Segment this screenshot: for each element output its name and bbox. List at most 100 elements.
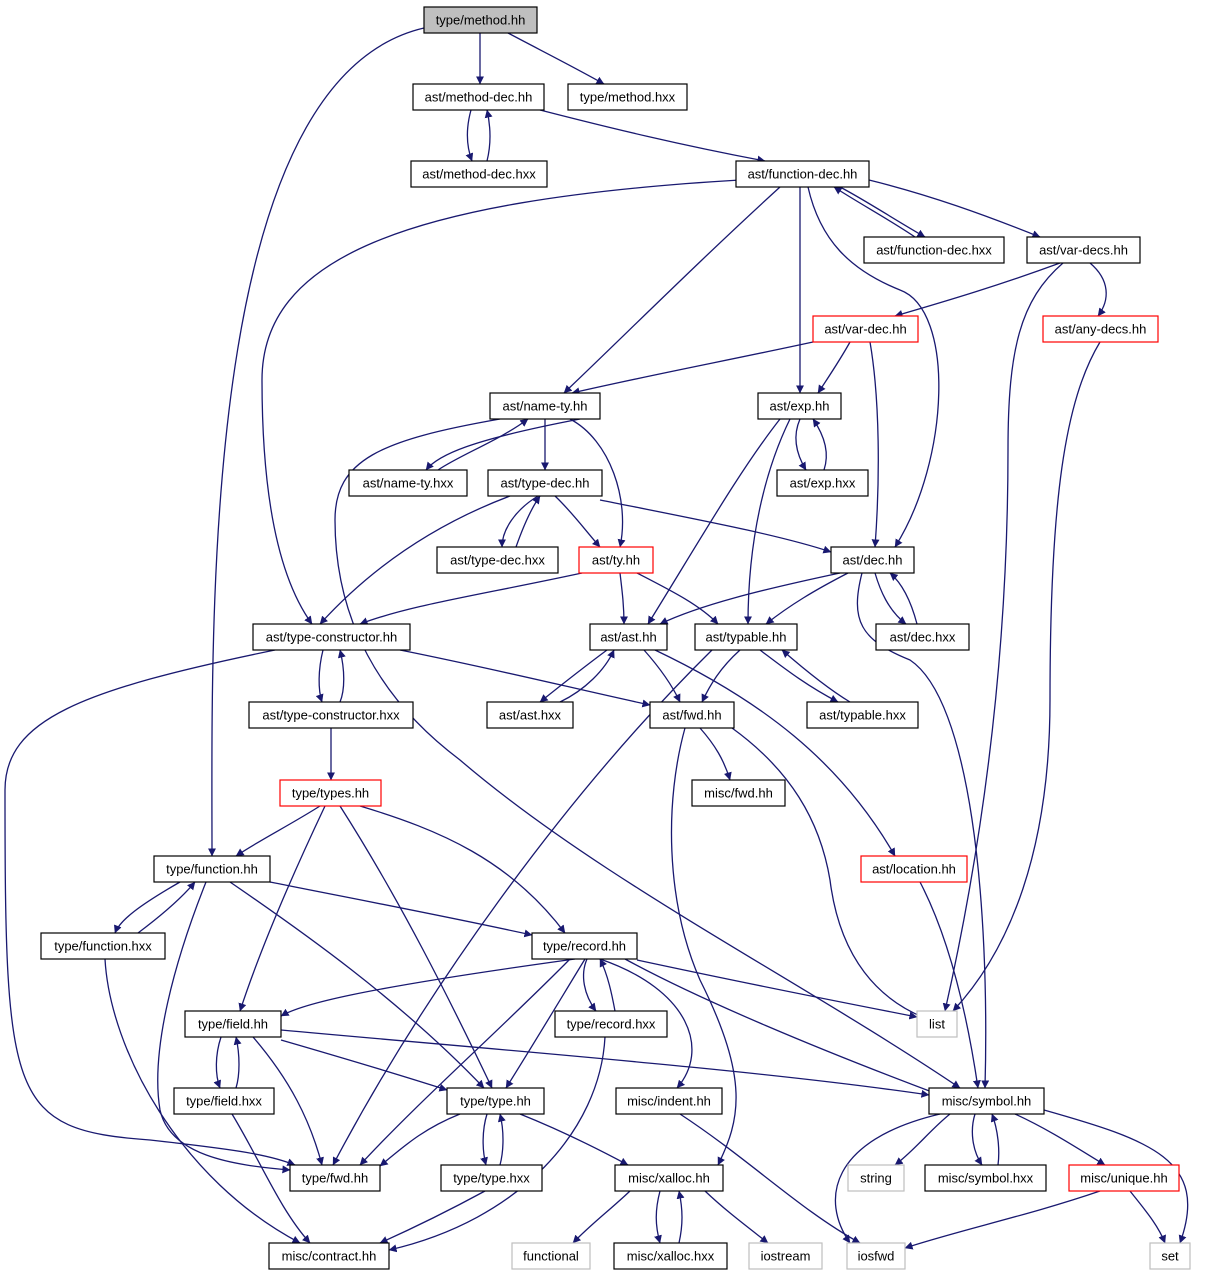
node-type-method-hh[interactable]: type/method.hh — [423, 6, 538, 34]
node-label: ast/method-dec.hxx — [422, 167, 536, 182]
node-label: ast/var-dec.hh — [824, 322, 906, 337]
node-box — [613, 1242, 728, 1270]
node-ast-function-dec-hh[interactable]: ast/function-dec.hh — [735, 160, 870, 188]
node-misc-symbol-hxx[interactable]: misc/symbol.hxx — [924, 1164, 1047, 1192]
node-label: ast/ty.hh — [592, 553, 640, 568]
node-misc-indent-hh[interactable]: misc/indent.hh — [615, 1087, 723, 1115]
node-label: ast/ast.hh — [600, 630, 656, 645]
node-type-record-hh[interactable]: type/record.hh — [531, 932, 638, 960]
node-ast-typable-hh[interactable]: ast/typable.hh — [694, 623, 798, 651]
node-ast-type-constructor-hxx[interactable]: ast/type-constructor.hxx — [248, 701, 414, 729]
node-ast-function-dec-hxx[interactable]: ast/function-dec.hxx — [863, 236, 1005, 264]
edge-misc-symbol-hh-to-string — [894, 1113, 951, 1166]
node-label: type/method.hh — [436, 13, 526, 28]
edge-type-record-hxx-to-misc-contract-hh — [388, 1036, 606, 1253]
node-functional[interactable]: functional — [511, 1242, 591, 1270]
node-misc-symbol-hh[interactable]: misc/symbol.hh — [928, 1087, 1045, 1115]
node-ast-name-ty-hxx[interactable]: ast/name-ty.hxx — [348, 469, 468, 497]
node-type-record-hxx[interactable]: type/record.hxx — [554, 1010, 668, 1038]
node-ast-name-ty-hh[interactable]: ast/name-ty.hh — [489, 392, 601, 420]
edge-ast-typable-hh-to-ast-typable-hxx — [759, 649, 839, 703]
node-label: list — [929, 1017, 945, 1032]
node-box — [847, 1164, 905, 1192]
node-ast-var-dec-hh[interactable]: ast/var-dec.hh — [812, 315, 919, 343]
node-ast-exp-hxx[interactable]: ast/exp.hxx — [776, 469, 869, 497]
node-ast-method-dec-hh[interactable]: ast/method-dec.hh — [412, 83, 545, 111]
node-box — [1068, 1164, 1180, 1192]
node-ast-method-dec-hxx[interactable]: ast/method-dec.hxx — [410, 160, 548, 188]
node-ast-dec-hh[interactable]: ast/dec.hh — [830, 546, 915, 574]
node-ast-fwd-hh[interactable]: ast/fwd.hh — [649, 701, 735, 729]
node-ast-type-dec-hh[interactable]: ast/type-dec.hh — [487, 469, 603, 497]
node-box — [289, 1164, 381, 1192]
node-label: misc/contract.hh — [282, 1249, 377, 1264]
node-type-field-hh[interactable]: type/field.hh — [184, 1010, 282, 1038]
node-type-function-hxx[interactable]: type/function.hxx — [40, 932, 166, 960]
node-label: ast/typable.hxx — [819, 708, 906, 723]
node-misc-fwd-hh[interactable]: misc/fwd.hh — [691, 779, 786, 807]
node-iostream[interactable]: iostream — [748, 1242, 823, 1270]
node-misc-unique-hh[interactable]: misc/unique.hh — [1068, 1164, 1180, 1192]
node-type-type-hh[interactable]: type/type.hh — [446, 1087, 545, 1115]
node-box — [649, 701, 735, 729]
node-type-function-hh[interactable]: type/function.hh — [153, 855, 271, 883]
node-box — [410, 160, 548, 188]
node-ast-any-decs-hh[interactable]: ast/any-decs.hh — [1042, 315, 1159, 343]
node-string[interactable]: string — [847, 1164, 905, 1192]
node-type-field-hxx[interactable]: type/field.hxx — [173, 1087, 275, 1115]
node-misc-xalloc-hxx[interactable]: misc/xalloc.hxx — [613, 1242, 728, 1270]
edge-type-field-hh-to-type-type-hh — [280, 1039, 448, 1092]
edge-ast-var-dec-hh-to-ast-exp-hh — [817, 341, 851, 394]
edge-ast-any-decs-hh-to-list — [952, 341, 1101, 1012]
edge-ast-function-dec-hh-to-ast-function-dec-hxx — [839, 186, 926, 238]
node-type-method-hxx[interactable]: type/method.hxx — [567, 83, 688, 111]
node-label: ast/typable.hh — [706, 630, 787, 645]
node-ast-type-constructor-hh[interactable]: ast/type-constructor.hh — [252, 623, 411, 651]
node-label: ast/exp.hh — [770, 399, 830, 414]
node-box — [487, 469, 603, 497]
node-ast-exp-hh[interactable]: ast/exp.hh — [757, 392, 842, 420]
edge-ast-type-dec-hh-to-ast-dec-hh — [599, 499, 832, 554]
edge-ast-type-constructor-hxx-to-ast-type-constructor-hh — [337, 649, 346, 703]
node-set[interactable]: set — [1149, 1242, 1191, 1270]
node-misc-contract-hh[interactable]: misc/contract.hh — [268, 1242, 390, 1270]
edge-ast-dec-hh-to-ast-ast-hh — [659, 572, 841, 625]
node-box — [531, 932, 638, 960]
node-ast-ast-hh[interactable]: ast/ast.hh — [589, 623, 668, 651]
node-label: misc/fwd.hh — [704, 786, 773, 801]
node-box — [567, 83, 688, 111]
node-ast-typable-hxx[interactable]: ast/typable.hxx — [806, 701, 919, 729]
edge-type-function-hh-to-type-record-hh — [269, 881, 533, 938]
node-list[interactable]: list — [916, 1010, 958, 1038]
node-ast-dec-hxx[interactable]: ast/dec.hxx — [875, 623, 970, 651]
node-box — [863, 236, 1005, 264]
node-box — [268, 1242, 390, 1270]
edge-ast-dec-hh-to-misc-symbol-hh — [856, 572, 990, 1089]
node-label: misc/symbol.hxx — [938, 1171, 1034, 1186]
node-misc-xalloc-hh[interactable]: misc/xalloc.hh — [614, 1164, 724, 1192]
edge-ast-name-ty-hh-to-ast-ty-hh — [569, 418, 626, 548]
edge-ast-type-dec-hxx-to-ast-type-dec-hh — [515, 495, 541, 548]
node-box — [1026, 236, 1141, 264]
node-type-type-hxx[interactable]: type/type.hxx — [440, 1164, 543, 1192]
node-ast-var-decs-hh[interactable]: ast/var-decs.hh — [1026, 236, 1141, 264]
node-ast-ast-hxx[interactable]: ast/ast.hxx — [486, 701, 574, 729]
edge-type-record-hh-to-type-field-hh — [280, 958, 576, 1017]
node-type-fwd-hh[interactable]: type/fwd.hh — [289, 1164, 381, 1192]
node-type-types-hh[interactable]: type/types.hh — [279, 779, 382, 807]
node-label: ast/type-constructor.hxx — [262, 708, 400, 723]
node-box — [1149, 1242, 1191, 1270]
node-iosfwd[interactable]: iosfwd — [846, 1242, 906, 1270]
edge-ast-fwd-hh-to-misc-fwd-hh — [699, 727, 732, 781]
edge-ast-method-dec-hh-to-ast-function-dec-hh — [539, 109, 766, 164]
edge-misc-xalloc-hh-to-iostream — [704, 1190, 769, 1244]
node-label: type/field.hh — [198, 1017, 268, 1032]
node-ast-type-dec-hxx[interactable]: ast/type-dec.hxx — [436, 546, 559, 574]
node-ast-location-hh[interactable]: ast/location.hh — [860, 855, 968, 883]
node-label: type/type.hxx — [453, 1171, 530, 1186]
edge-ast-function-dec-hxx-to-ast-function-dec-hh — [833, 186, 916, 238]
edge-ast-type-constructor-hh-to-type-fwd-hh — [4, 649, 296, 1166]
node-ast-ty-hh[interactable]: ast/ty.hh — [578, 546, 654, 574]
node-box — [589, 623, 668, 651]
edge-ast-exp-hxx-to-ast-exp-hh — [812, 418, 828, 471]
